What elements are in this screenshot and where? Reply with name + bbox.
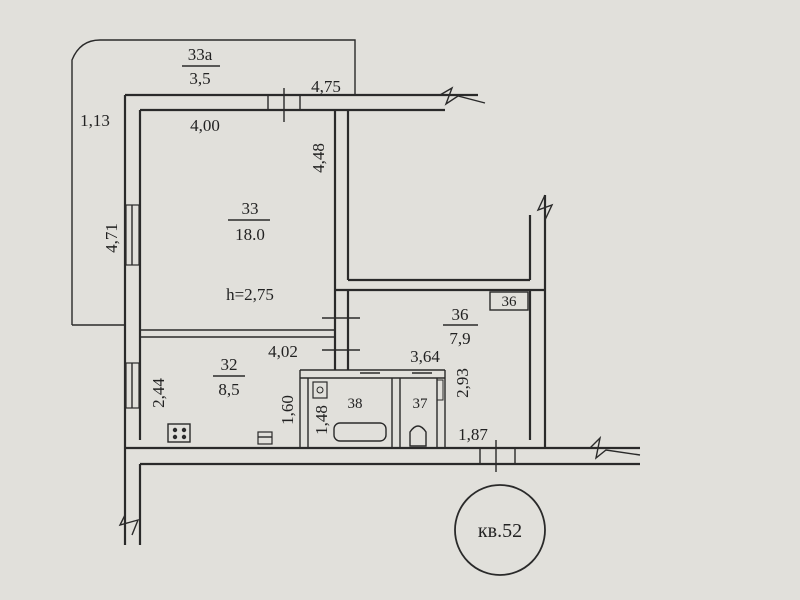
dimension-door-width: 1,87 (458, 425, 488, 444)
sink-icon (257, 431, 273, 445)
room-33-number: 33 (242, 199, 259, 218)
apartment-label-circle (454, 484, 546, 576)
room-33-height: h=2,75 (226, 285, 274, 304)
dimension-room-33-depth: 4,48 (309, 143, 328, 173)
washbasin-icon (312, 381, 328, 399)
room-32-area: 8,5 (218, 380, 239, 399)
room-33a-number: 33a (188, 45, 213, 64)
interior-partitions (140, 290, 446, 448)
dimension-top-right: 4,75 (311, 77, 341, 96)
room-38-number: 38 (348, 396, 363, 412)
room-37-number: 37 (413, 396, 429, 412)
window-marks (125, 88, 516, 472)
room-32-number: 32 (221, 355, 238, 374)
dimension-bathroom-width: 1,60 (278, 395, 297, 425)
dimension-left-wall: 4,71 (102, 223, 121, 253)
bathtub-icon (333, 422, 387, 442)
wall-break-marks (118, 86, 641, 536)
toilet-icon (409, 425, 427, 447)
label-fraction-lines (182, 65, 478, 377)
dimension-room-33-width: 4,00 (190, 116, 220, 135)
dimension-room-36-width: 3,64 (410, 347, 440, 366)
stairwell-outline (333, 110, 545, 292)
stove-icon (167, 423, 191, 443)
dimension-room-32-width: 4,02 (268, 342, 298, 361)
dimension-balcony-width: 1,13 (80, 111, 110, 130)
room-33a-area: 3,5 (189, 69, 210, 88)
dimension-bathroom-depth: 1,48 (312, 405, 331, 435)
dimension-room-36-depth: 2,93 (453, 368, 472, 398)
dimension-room-32-depth: 2,44 (149, 378, 168, 408)
room-36-number: 36 (452, 305, 469, 324)
ventilation-shaft (489, 291, 529, 311)
apartment-label: кв.52 (478, 520, 522, 542)
room-36-area: 7,9 (449, 329, 470, 348)
shaft-label: 36 (502, 294, 518, 310)
outer-walls (123, 93, 640, 545)
room-33-area: 18.0 (235, 225, 265, 244)
balcony-outline (71, 39, 356, 325)
